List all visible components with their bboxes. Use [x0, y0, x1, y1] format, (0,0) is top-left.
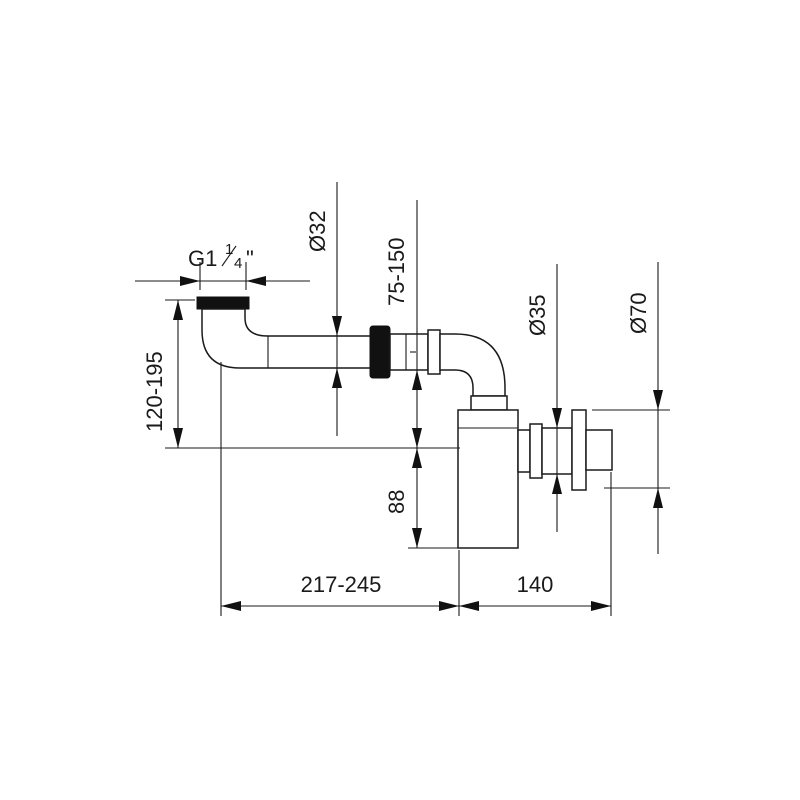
slip-joint-tube: [389, 333, 429, 371]
thread-inch-mark: ": [246, 246, 254, 271]
arrow-head: [653, 390, 663, 410]
outlet-height-label: 75-150: [384, 237, 409, 306]
outlet-elbow: [439, 333, 506, 397]
arrow-head: [412, 448, 422, 468]
arrow-head: [591, 601, 611, 611]
diameter-inlet-label: Ø32: [305, 210, 330, 252]
height-adjust-label: 120-195: [142, 351, 167, 432]
arrow-head: [552, 408, 562, 428]
dim-horizontal: 217-245 140: [220, 362, 612, 616]
dim-outlet-height: 75-150: [384, 200, 460, 549]
inlet-elbow: [201, 308, 379, 369]
arrow-head: [332, 316, 342, 336]
arrow-head: [246, 276, 266, 286]
arrow-head: [180, 276, 200, 286]
arrow-head: [221, 601, 241, 611]
wall-distance-label: 140: [517, 572, 554, 597]
outlet-nut: [529, 423, 543, 479]
arrow-head: [412, 370, 422, 390]
thread-label: G1: [188, 246, 217, 271]
arrow-head: [459, 601, 479, 611]
thread-fraction-den: 4: [234, 255, 242, 272]
arrow-head: [552, 474, 562, 494]
dim-diameter-outlet: Ø35: [525, 264, 562, 532]
wall-rosette: [571, 409, 587, 491]
bottle-body: [457, 409, 519, 549]
arrow-head: [412, 428, 422, 448]
seal-ring: [369, 325, 391, 379]
dim-diameter-rosette: Ø70: [592, 262, 670, 554]
wall-spigot: [585, 429, 613, 471]
inlet-nut: [196, 296, 250, 310]
diameter-rosette-label: Ø70: [626, 292, 651, 334]
arrow-head: [653, 488, 663, 508]
arrow-head: [439, 601, 459, 611]
arrow-head: [173, 300, 183, 320]
thread-fraction-num: 1: [225, 241, 233, 258]
dim-thread: G1 1 4 ": [135, 241, 310, 290]
fraction-slash: [221, 245, 237, 267]
trap-height-label: 88: [384, 490, 409, 514]
dim-height-adjust: 120-195: [142, 299, 460, 449]
joint-collar: [427, 329, 441, 375]
body-neck: [470, 395, 508, 411]
dim-diameter-inlet: Ø32: [305, 182, 342, 436]
dim-trap-height: 88: [384, 448, 422, 548]
arrow-head: [173, 428, 183, 448]
diameter-outlet-label: Ø35: [525, 294, 550, 336]
arrow-head: [332, 368, 342, 388]
outlet-coupling: [517, 429, 531, 473]
siphon-assembly: [196, 296, 613, 549]
horizontal-adjust-label: 217-245: [301, 572, 382, 597]
arrow-head: [412, 528, 422, 548]
